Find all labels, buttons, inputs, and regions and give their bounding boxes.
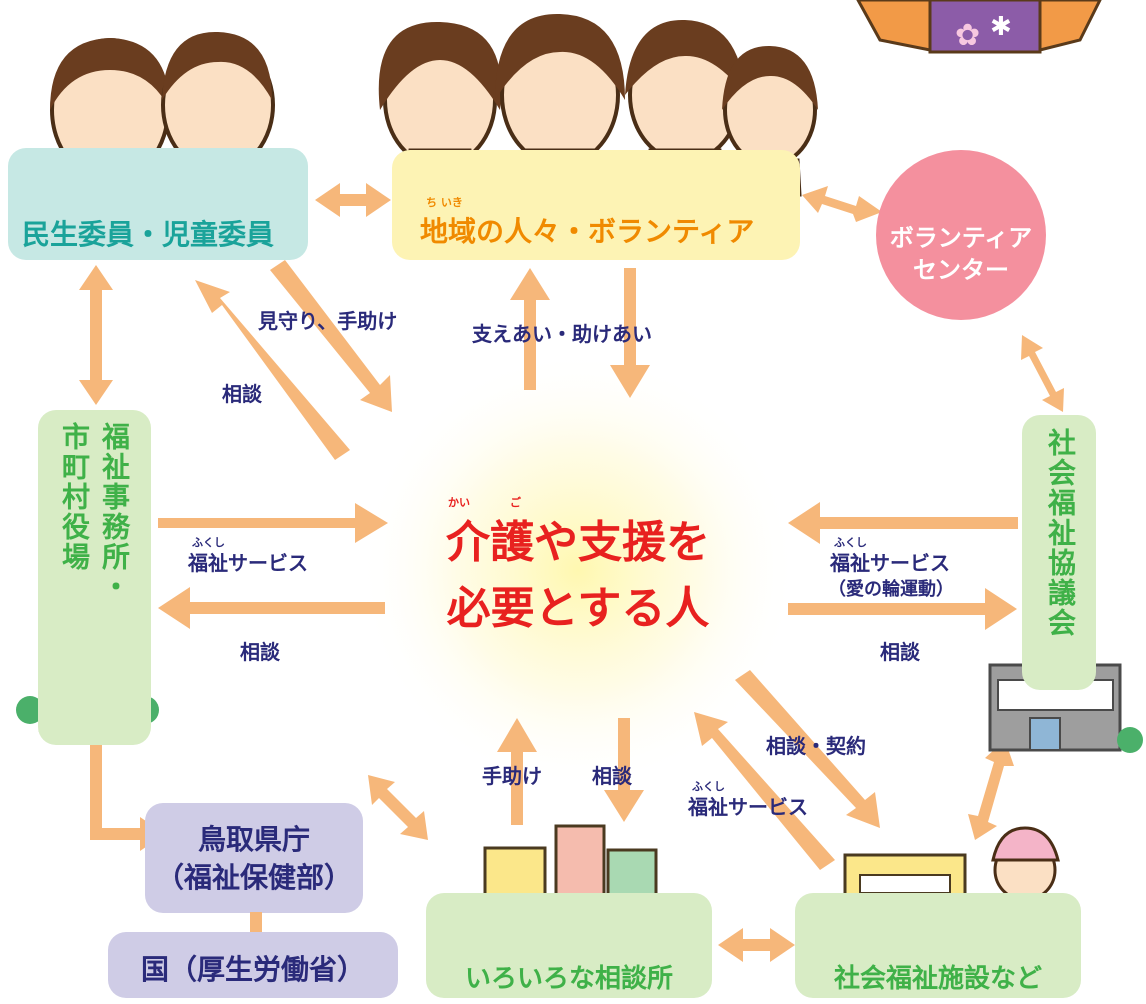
minsei-box <box>8 148 308 260</box>
arrow-shakyo-service <box>788 502 1018 544</box>
arrow-soudan-down <box>604 718 644 822</box>
arrow-mimamori <box>270 260 392 412</box>
soudansho-label: いろいろな相談所 <box>464 964 673 994</box>
arrow-down-person <box>610 268 650 398</box>
edge-label-soudan-bottom: 相談 <box>592 764 632 788</box>
arrow-fukushi-bottom <box>694 712 835 870</box>
edge-ruby-fukushi-bottom: ふくし <box>692 780 725 793</box>
edge-ruby-fukushi-right: ふくし <box>834 536 867 549</box>
volunteer-label-line2: センター <box>913 256 1009 284</box>
shisetsu-label: 社会福祉施設など <box>833 964 1042 994</box>
edge-label-mimamori: 見守り、手助け <box>258 309 398 333</box>
edge-label-fukushi-service-left: 福祉サービス <box>188 551 308 575</box>
arrows <box>79 183 1064 962</box>
fukushi-office-label-col1: 福祉事務所・ <box>98 422 131 602</box>
center-label-line2: 必要とする人 <box>446 583 710 634</box>
center-ruby-go: ご <box>510 496 521 509</box>
arrow-minsei-office <box>79 265 113 405</box>
kuni-box <box>108 932 398 998</box>
edge-ruby-fukushi-left: ふくし <box>192 536 225 549</box>
edge-label-tedasuke: 手助け <box>482 764 542 788</box>
arrow-office-tottori <box>79 715 165 851</box>
arrow-shakyo-soudan <box>788 588 1017 630</box>
volunteer-label-line1: ボランティア <box>889 224 1033 252</box>
shakyo-box <box>1022 415 1096 690</box>
tottori-kuni-connector <box>250 912 262 932</box>
edge-label-fukushi-service-right: 福祉サービス <box>830 551 950 575</box>
svg-text:✿: ✿ <box>955 18 980 53</box>
shisetsu-box <box>795 893 1081 998</box>
edge-label-fukushi-service-bottom: 福祉サービス <box>688 795 808 819</box>
center-label-line1: 介護や支援を <box>446 517 710 568</box>
edge-label-ai-no-wa: （愛の輪運動） <box>828 579 954 600</box>
arrow-soudan-keiyaku <box>735 670 880 828</box>
tottori-label-line1: 鳥取県庁 <box>197 823 310 856</box>
edge-label-soudan-left: 相談 <box>240 640 280 664</box>
tottori-label-line2: （福祉保健部） <box>155 861 352 894</box>
kuni-label: 国（厚生労働省） <box>140 953 365 986</box>
shakyo-label: 社会福祉協議会 <box>1044 428 1077 638</box>
arrow-up-chiiki <box>510 268 550 390</box>
tottori-box <box>145 803 363 913</box>
fukushi-office-label-col2: 市町村役場 <box>58 422 91 572</box>
arrow-shisetsu-shakyo <box>968 740 1014 840</box>
arrow-volunteer-shakyo <box>1021 335 1064 412</box>
edge-label-soudan-keiyaku: 相談・契約 <box>766 734 866 758</box>
arrow-minsei-chiiki <box>315 183 391 217</box>
volunteer-center-circle <box>876 150 1046 320</box>
character-illustration-top-right: ✿ ✱ <box>856 0 1102 54</box>
center-glow <box>358 350 798 790</box>
arrow-office-soudan <box>158 587 385 629</box>
arrow-soudansho-shisetsu <box>718 928 795 962</box>
arrow-office-service <box>158 503 388 543</box>
center-ruby-kai: かい <box>448 496 470 509</box>
shisetsu-building-illustration <box>824 826 1060 939</box>
arrow-soudan-minsei <box>195 280 350 460</box>
arrow-chiiki-volunteer <box>802 186 882 222</box>
arrow-tottori-soudansho <box>368 775 428 840</box>
edge-label-soudan-minsei: 相談 <box>222 382 262 406</box>
edge-label-sasaeai: 支えあい・助けあい <box>472 322 652 346</box>
edge-label-soudan-right: 相談 <box>880 640 920 664</box>
chiiki-label: 地域の人々・ボランティア <box>420 215 755 248</box>
arrow-tedasuke <box>497 718 537 825</box>
chiiki-box <box>392 150 800 260</box>
fukushi-office-box <box>38 410 151 745</box>
shakyo-building-illustration <box>988 663 1143 753</box>
chiiki-ruby: ち いき <box>426 196 463 209</box>
minsei-label: 民生委員・児童委員 <box>22 218 275 251</box>
svg-text:✱: ✱ <box>990 12 1012 42</box>
soudansho-box <box>426 893 712 998</box>
